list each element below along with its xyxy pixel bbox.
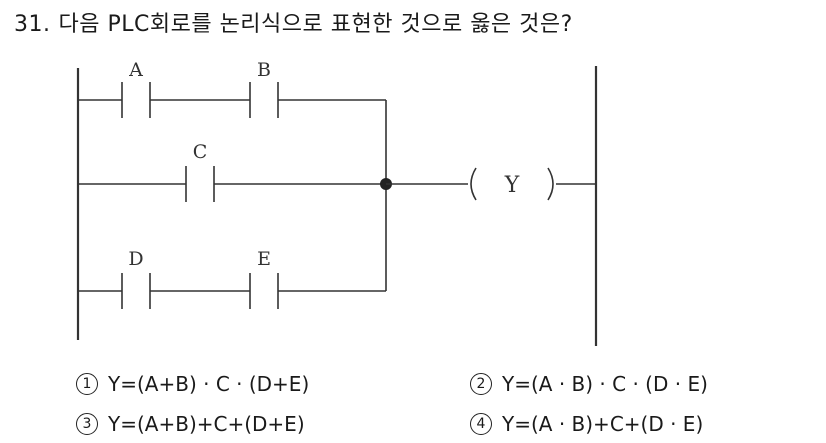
contact-d: D [121,248,151,309]
choice-4-text: Y=(A · B)+C+(D · E) [502,412,704,436]
choice-2-marker: 2 [470,373,492,395]
coil-y: Y [470,167,554,201]
contact-e: E [249,248,279,309]
contact-d-label: D [128,248,143,270]
contact-a: A [121,59,151,118]
rung-1: A B [78,59,387,184]
rung-2: C [78,141,386,202]
question-text: 다음 PLC회로를 논리식으로 표현한 것으로 옳은 것은? [58,12,573,37]
choice-3[interactable]: 3 Y=(A+B)+C+(D+E) [76,412,305,436]
contact-c-label: C [193,141,208,163]
question-header: 31. 다음 PLC회로를 논리식으로 표현한 것으로 옳은 것은? [14,6,573,38]
choice-2[interactable]: 2 Y=(A · B) · C · (D · E) [470,372,708,396]
choice-4-marker: 4 [470,413,492,435]
contact-e-label: E [257,248,271,270]
choice-1[interactable]: 1 Y=(A+B) · C · (D+E) [76,372,309,396]
choice-4[interactable]: 4 Y=(A · B)+C+(D · E) [470,412,703,436]
contact-b-label: B [257,59,271,81]
rung-3: D E [78,184,387,309]
choice-1-text: Y=(A+B) · C · (D+E) [108,372,310,396]
choice-3-marker: 3 [76,413,98,435]
contact-a-label: A [128,59,143,81]
choice-3-text: Y=(A+B)+C+(D+E) [108,412,305,436]
question-number: 31. [14,12,51,37]
choice-1-marker: 1 [76,373,98,395]
contact-b: B [249,59,279,118]
choice-2-text: Y=(A · B) · C · (D · E) [502,372,708,396]
contact-c: C [185,141,215,202]
coil-y-label: Y [504,173,520,198]
